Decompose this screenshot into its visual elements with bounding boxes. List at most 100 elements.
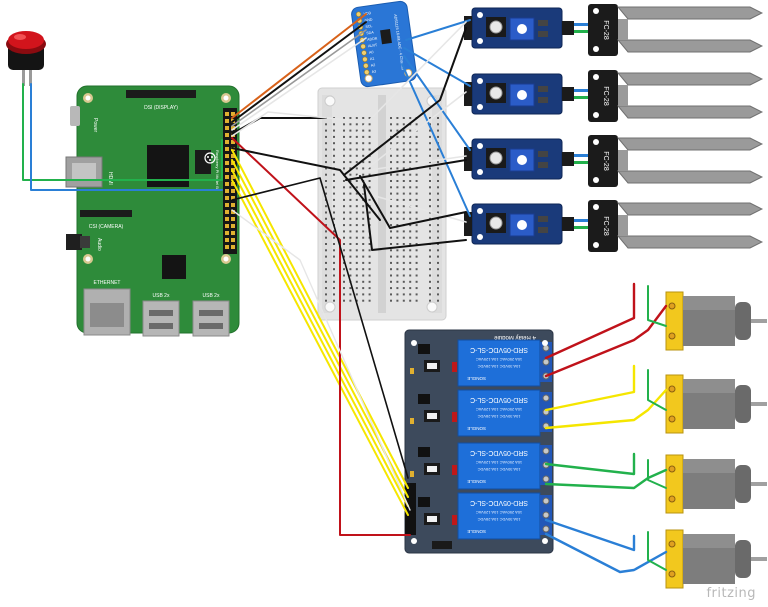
potentiometer-knob <box>489 151 503 165</box>
wire-relay-control <box>231 169 409 507</box>
sensor-header-left <box>464 82 472 106</box>
potentiometer-knob <box>489 86 503 100</box>
potentiometer-knob <box>489 20 503 34</box>
wire-relay-ground <box>231 177 409 479</box>
push-button <box>6 31 46 86</box>
adc-pin-label: ADDR <box>367 36 378 41</box>
sensor-label: FC-28 <box>602 151 609 171</box>
wire-relay-control <box>231 149 409 489</box>
relay-brand: SONGLE <box>467 529 486 534</box>
led <box>452 362 457 372</box>
wire-relay-vcc <box>231 137 411 536</box>
adc-pin <box>361 50 367 56</box>
soil-probe-head <box>588 200 618 252</box>
sensor-header-left <box>464 212 472 236</box>
soil-probe-head <box>588 70 618 122</box>
relay-brand: SONGLE <box>467 479 486 484</box>
motor-2 <box>665 374 767 434</box>
wire-relay-jdvcc <box>231 209 411 511</box>
wire-motor1-green <box>647 285 667 327</box>
wire-scl <box>231 29 367 127</box>
probe-prong <box>616 137 764 151</box>
probe-prong <box>616 235 764 249</box>
led <box>452 465 457 475</box>
adc-pin-label: SCL <box>365 24 372 29</box>
sensor-label: FC-28 <box>602 86 609 106</box>
wire-adc-a1 <box>403 47 471 87</box>
sensor-header-right <box>562 87 574 101</box>
sensor-label: FC-28 <box>602 20 609 40</box>
terminal-screw <box>542 497 550 505</box>
motor-shaft <box>751 482 767 486</box>
terminal-screw <box>542 358 550 366</box>
motor-shaft <box>751 319 767 323</box>
hdmi-label: HDMI <box>107 172 113 185</box>
wire-motor3-green <box>647 459 667 489</box>
audio-label: Audio <box>96 238 102 251</box>
wire-button-ground <box>30 83 223 191</box>
adc-pin-label: VDD <box>363 11 371 16</box>
wire-motor2-return <box>544 388 668 430</box>
wire-sensor-vcc <box>351 91 467 181</box>
relay-body <box>457 339 541 387</box>
wire-vdd <box>231 13 367 119</box>
soil-probe-head <box>588 135 618 187</box>
motor-end-cap <box>665 374 684 434</box>
wire-motor4-green <box>647 531 667 571</box>
adc-pin-label: GND <box>364 17 373 22</box>
adc-pin-label: ALRT <box>368 43 378 48</box>
led <box>452 515 457 525</box>
probe-prong <box>616 6 764 20</box>
wire-group <box>22 13 668 574</box>
relay-rating: 10A 30VDC 10A 28VDC <box>477 517 520 522</box>
probe-prong <box>616 39 764 53</box>
wire-power-rail <box>231 111 349 137</box>
probe-prong <box>616 170 764 184</box>
wire-motor3-return <box>544 468 668 490</box>
relay-model: SRD-05VDC-SL-C <box>470 449 528 456</box>
wire-sensor-gnd <box>363 184 467 251</box>
wire-motor1-supply <box>544 282 636 360</box>
adc-pin <box>364 69 370 75</box>
sensor-3: FC-28 <box>464 135 764 187</box>
adc-pin-label: A1 <box>370 57 375 62</box>
adc-text: ADS1115 16-Bit ADC - 4 Channel <box>393 14 405 70</box>
sensor-header-left <box>464 16 472 40</box>
sensor-header-left <box>464 147 472 171</box>
motor-end-cap <box>665 454 684 514</box>
raspberry-logo <box>204 152 216 164</box>
camera-label: CSI (CAMERA) <box>89 224 124 230</box>
relay-brand: SONGLE <box>467 376 486 381</box>
wire-adc-a0 <box>405 19 471 41</box>
usb-label-1: USB 2x <box>153 293 170 299</box>
wire-sensor-gnd <box>231 147 381 221</box>
wire-relay-control <box>231 179 409 516</box>
terminal-screw <box>542 447 550 455</box>
sensor-1: FC-28 <box>464 4 764 56</box>
wire-motor2-green <box>647 369 667 411</box>
sensor-header-right <box>562 217 574 231</box>
sensor-header-right <box>562 21 574 35</box>
display-label: DSI (DISPLAY) <box>144 105 178 111</box>
sensor-4: FC-28 <box>464 200 764 252</box>
motor-group <box>665 291 767 589</box>
terminal-screw <box>542 511 550 519</box>
motor-shaft <box>751 402 767 406</box>
raspberry-pi-board: DSI (DISPLAY) Power HDMI CSI (CAMERA) Au… <box>65 85 240 337</box>
sensor-label: FC-28 <box>602 216 609 236</box>
wire-sensor-gnd <box>359 175 467 229</box>
led <box>452 412 457 422</box>
breadboard-holes <box>325 117 439 302</box>
relay-model: SRD-05VDC-SL-C <box>470 499 528 506</box>
terminal-screw <box>542 394 550 402</box>
relay-model: SRD-05VDC-SL-C <box>470 346 528 353</box>
wire-sensor-vcc <box>355 155 467 173</box>
relay-rating: 10A 30VDC 10A 28VDC <box>477 364 520 369</box>
sensor-header-right <box>562 152 574 166</box>
relay-brand: SONGLE <box>467 426 486 431</box>
